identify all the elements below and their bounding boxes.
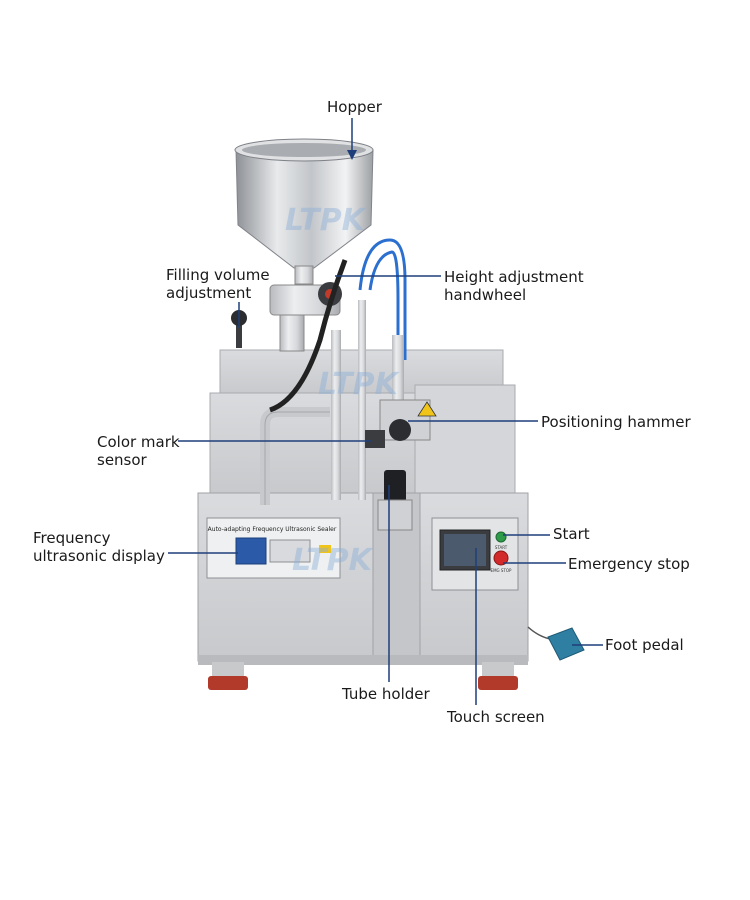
warning-triangle [417,401,437,417]
tube-cup [384,470,406,502]
leader-lines [168,118,603,705]
touch-screen-lcd [444,534,486,566]
foot-right-ring [478,676,518,690]
leader-hopper-arrow [347,150,357,160]
display-buttons [269,539,311,563]
hopper-inner [242,143,366,157]
label-height-adjustment-line1: Height adjustment [444,268,584,286]
foot-right-rubber [482,662,514,678]
label-positioning-hammer: Positioning hammer [541,413,691,431]
label-filling-volume-line2: adjustment [166,284,252,302]
horn-column [392,335,404,415]
label-frequency-display: Frequency ultrasonic display [33,529,165,565]
label-frequency-display-line1: Frequency [33,529,111,547]
watermark-bottom: LTPK [292,543,372,578]
hose-black [269,259,348,413]
label-hopper: Hopper [327,98,382,116]
panel-title: Auto-adapting Frequency Ultrasonic Seale… [208,526,337,533]
emergency-stop-shape [493,550,509,566]
stop-tag: EMG STOP [491,568,512,573]
label-color-mark-line2: sensor [97,451,147,469]
label-frequency-display-line2: ultrasonic display [33,547,165,565]
label-tube-holder: Tube holder [342,685,430,703]
foot-pedal-body [547,627,585,661]
watermark-top: LTPK [285,203,365,238]
watermark-middle: LTPK [318,367,398,402]
label-start: Start [553,525,590,543]
hose-blue-2 [368,250,400,360]
foot-left-ring [208,676,248,690]
display-screen [235,537,267,565]
top-cover [414,384,516,494]
label-color-mark-line1: Color mark [97,433,180,451]
guide-rail [358,300,366,500]
base-plate [198,655,528,665]
foot-left-rubber [212,662,244,678]
panel-sticker [319,545,331,553]
label-filling-volume-line1: Filling volume [166,266,270,284]
label-touch-screen: Touch screen [447,708,545,726]
tube-holder-bracket [377,499,413,531]
label-filling-volume: Filling volume adjustment [166,266,270,302]
hopper-neck [294,265,314,285]
color-sensor [365,430,385,448]
pipe-elbow-outline [264,411,330,505]
hose-blue-1 [358,238,407,360]
start-tag: START [495,545,508,550]
label-height-adjustment: Height adjustment handwheel [444,268,584,304]
cylinder [279,314,305,352]
vertical-column [331,330,341,500]
label-height-adjustment-line2: handwheel [444,286,527,304]
label-foot-pedal: Foot pedal [605,636,684,654]
label-emergency-stop: Emergency stop [568,555,690,573]
start-button-shape [495,531,507,543]
adjust-stem [236,318,242,348]
hammer-wheel [389,419,411,441]
label-color-mark: Color mark sensor [97,433,180,469]
